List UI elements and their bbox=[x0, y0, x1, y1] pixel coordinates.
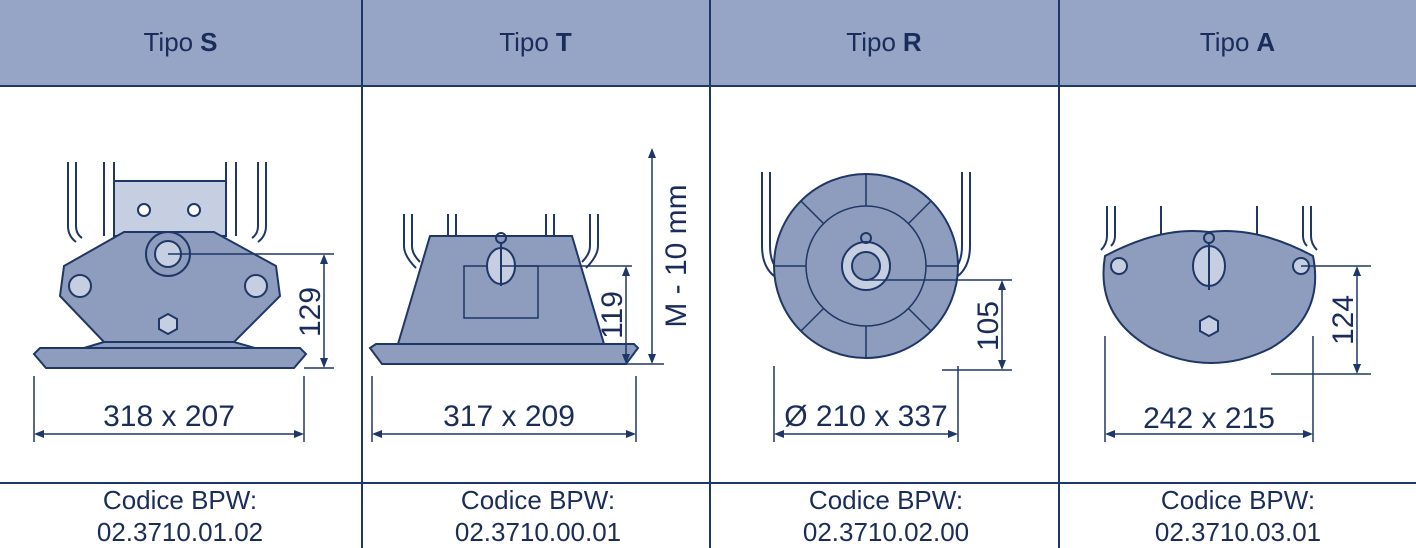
code-value: 02.3710.00.01 bbox=[454, 517, 622, 547]
column-divider bbox=[1058, 0, 1060, 548]
code-label: Codice BPW: bbox=[460, 485, 616, 515]
dimension-label: 317 x 209 bbox=[443, 400, 575, 433]
header-letter: R bbox=[902, 27, 922, 57]
code-label: Codice BPW: bbox=[102, 485, 258, 515]
code-cell-r: Codice BPW: 02.3710.02.00 bbox=[710, 484, 1062, 548]
code-label: Codice BPW: bbox=[808, 485, 964, 515]
drawing-tipo-t: 317 x 209 119 M - 10 mm bbox=[364, 86, 716, 482]
code-cell-s: Codice BPW: 02.3710.01.02 bbox=[4, 484, 356, 548]
height-label: 105 bbox=[972, 301, 1005, 351]
header-letter: S bbox=[200, 27, 218, 57]
header-prefix: Tipo bbox=[143, 27, 194, 57]
support-foot-t-drawing: 317 x 209 119 M - 10 mm bbox=[368, 148, 693, 442]
code-cell-t: Codice BPW: 02.3710.00.01 bbox=[362, 484, 714, 548]
header-prefix: Tipo bbox=[1199, 27, 1250, 57]
dimension-label: Ø 210 x 337 bbox=[784, 400, 947, 433]
extra-dimension-label: M - 10 mm bbox=[660, 184, 693, 327]
support-foot-r-drawing: Ø 210 x 337 105 bbox=[761, 172, 1012, 442]
drawing-tipo-s: 318 x 207 129 bbox=[4, 86, 356, 482]
height-label: 124 bbox=[1327, 295, 1360, 345]
drawing-tipo-r: Ø 210 x 337 105 bbox=[712, 86, 1064, 482]
header-divider bbox=[0, 85, 1416, 87]
support-foot-s-drawing: 318 x 207 129 bbox=[32, 162, 334, 442]
height-label: 129 bbox=[294, 287, 327, 337]
drawing-tipo-a: 242 x 215 124 bbox=[1061, 86, 1413, 482]
header-letter: A bbox=[1256, 27, 1276, 57]
dimension-label: 318 x 207 bbox=[103, 400, 235, 433]
code-row-divider bbox=[0, 482, 1416, 484]
code-value: 02.3710.02.00 bbox=[802, 517, 970, 547]
dimension-label: 242 x 215 bbox=[1143, 402, 1275, 435]
code-value: 02.3710.03.01 bbox=[1154, 517, 1322, 547]
column-divider bbox=[709, 0, 711, 548]
code-cell-a: Codice BPW: 02.3710.03.01 bbox=[1062, 484, 1414, 548]
height-label: 119 bbox=[596, 291, 629, 339]
header-prefix: Tipo bbox=[499, 27, 549, 57]
code-label: Codice BPW: bbox=[1160, 485, 1316, 515]
code-value: 02.3710.01.02 bbox=[96, 517, 264, 547]
column-divider bbox=[361, 0, 363, 548]
header-prefix: Tipo bbox=[846, 27, 896, 57]
support-foot-a-drawing: 242 x 215 124 bbox=[1100, 206, 1371, 442]
header-letter: T bbox=[555, 27, 572, 57]
